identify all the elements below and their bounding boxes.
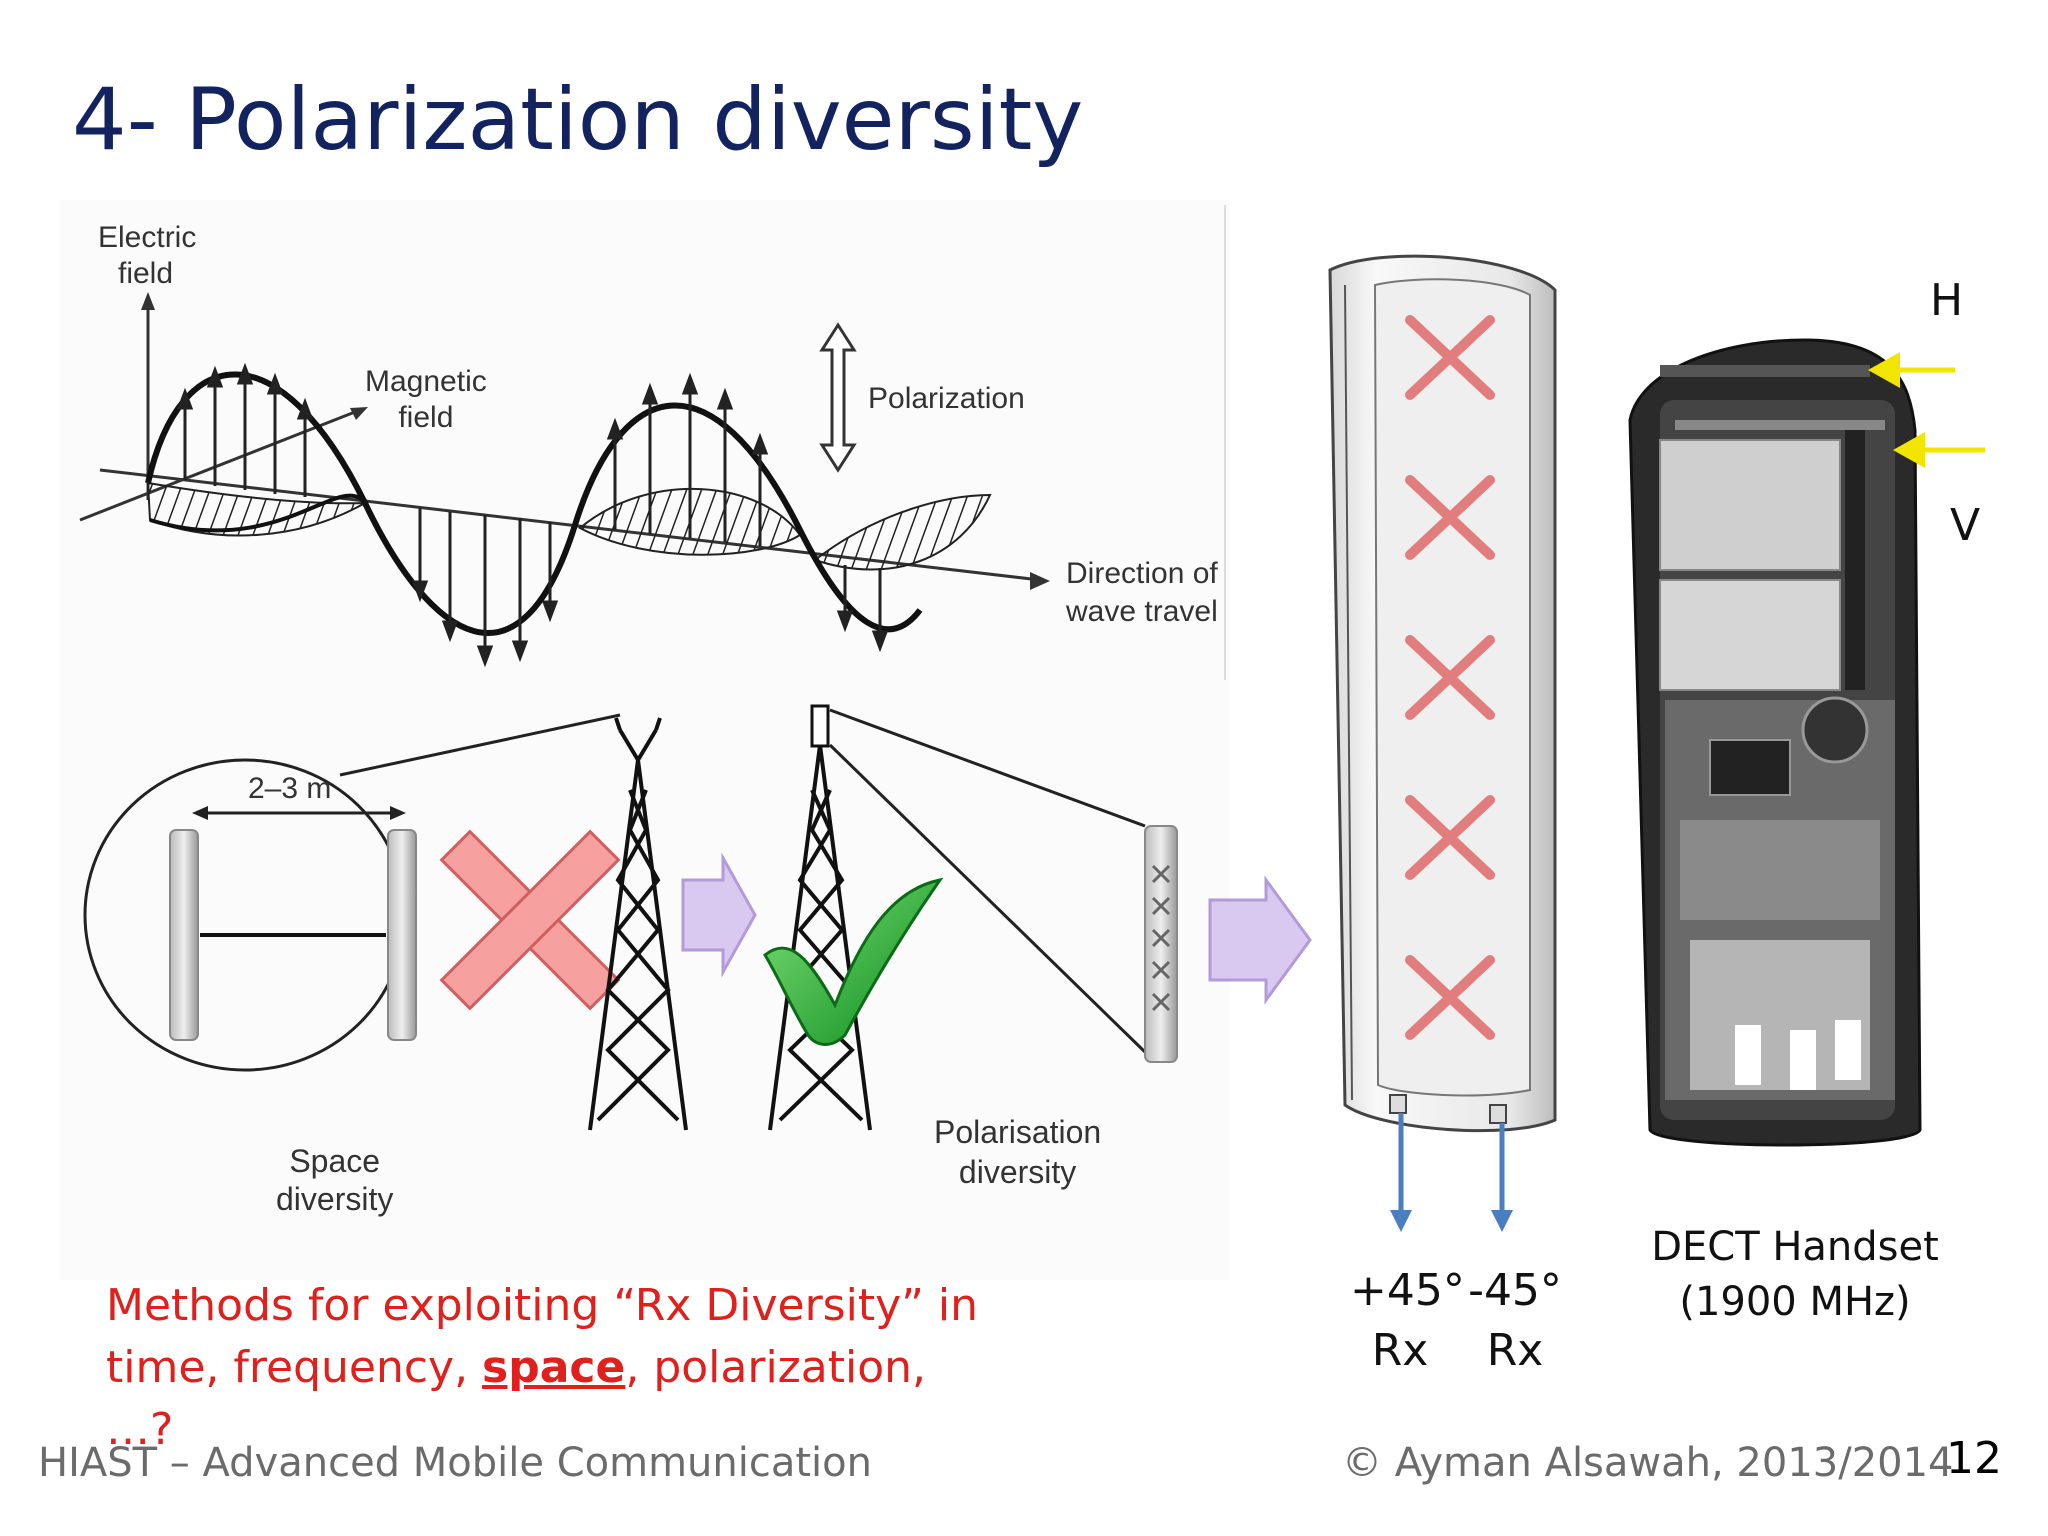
h-label: H	[1930, 275, 1964, 326]
handset-caption: DECT Handset (1900 MHz)	[1640, 1220, 1950, 1330]
polarisation-diversity-line1: Polarisation	[934, 1114, 1102, 1150]
direction-line1: Direction of	[1066, 557, 1218, 590]
em-wave-diagram	[79, 292, 1050, 668]
space-diversity-label: Space diversity	[276, 1142, 393, 1218]
v-arrow-icon	[1893, 432, 1925, 468]
page-title: 4- Polarization diversity	[72, 70, 1084, 170]
polarisation-diversity-label: Polarisation diversity	[934, 1112, 1101, 1192]
magnetic-field-line1: Magnetic	[365, 365, 487, 398]
space-diversity-line2: diversity	[276, 1181, 394, 1217]
note-text-a: time, frequency,	[106, 1342, 483, 1393]
plus45-angle-label: +45°	[1350, 1265, 1465, 1316]
v-label: V	[1950, 500, 1981, 551]
spacing-label: 2–3 m	[248, 772, 332, 805]
minus45-angle-label: -45°	[1468, 1265, 1562, 1316]
direction-label: Direction of wave travel	[1066, 555, 1218, 631]
space-diversity-line1: Space	[289, 1143, 381, 1179]
minus45-rx-label: Rx	[1486, 1325, 1544, 1376]
electric-field-label: Electric field	[98, 220, 196, 292]
polarisation-diversity-line2: diversity	[958, 1154, 1077, 1190]
electric-field-line2: field	[118, 257, 174, 290]
direction-line2: wave travel	[1066, 595, 1218, 628]
h-arrow-icon	[1868, 352, 1900, 388]
plus45-rx-label: Rx	[1371, 1325, 1429, 1376]
diversity-methods-note: Methods for exploiting “Rx Diversity” in…	[106, 1275, 1006, 1461]
footer-right: © Ayman Alsawah, 2013/2014	[1342, 1440, 1954, 1486]
diversity-diagram	[83, 704, 1312, 1131]
cross-polarized-antenna	[1328, 254, 1557, 1232]
note-text-b: , polarization, …?	[106, 1342, 927, 1455]
note-emphasis-space: space	[482, 1342, 626, 1393]
dect-handset-image	[1628, 338, 1985, 1147]
handset-caption-line2: (1900 MHz)	[1679, 1279, 1911, 1325]
footer-left: HIAST – Advanced Mobile Communication	[38, 1440, 872, 1486]
page-number: 12	[1946, 1433, 2002, 1484]
polarization-label: Polarization	[868, 382, 1025, 415]
magnetic-field-label: Magnetic field	[365, 364, 487, 436]
note-line1: Methods for exploiting “Rx Diversity” in	[106, 1280, 979, 1331]
note-line2: time, frequency, space, polarization, …?	[106, 1337, 1006, 1461]
magnetic-field-line2: field	[398, 401, 454, 434]
handset-caption-line1: DECT Handset	[1651, 1224, 1939, 1270]
electric-field-line1: Electric	[98, 221, 197, 254]
